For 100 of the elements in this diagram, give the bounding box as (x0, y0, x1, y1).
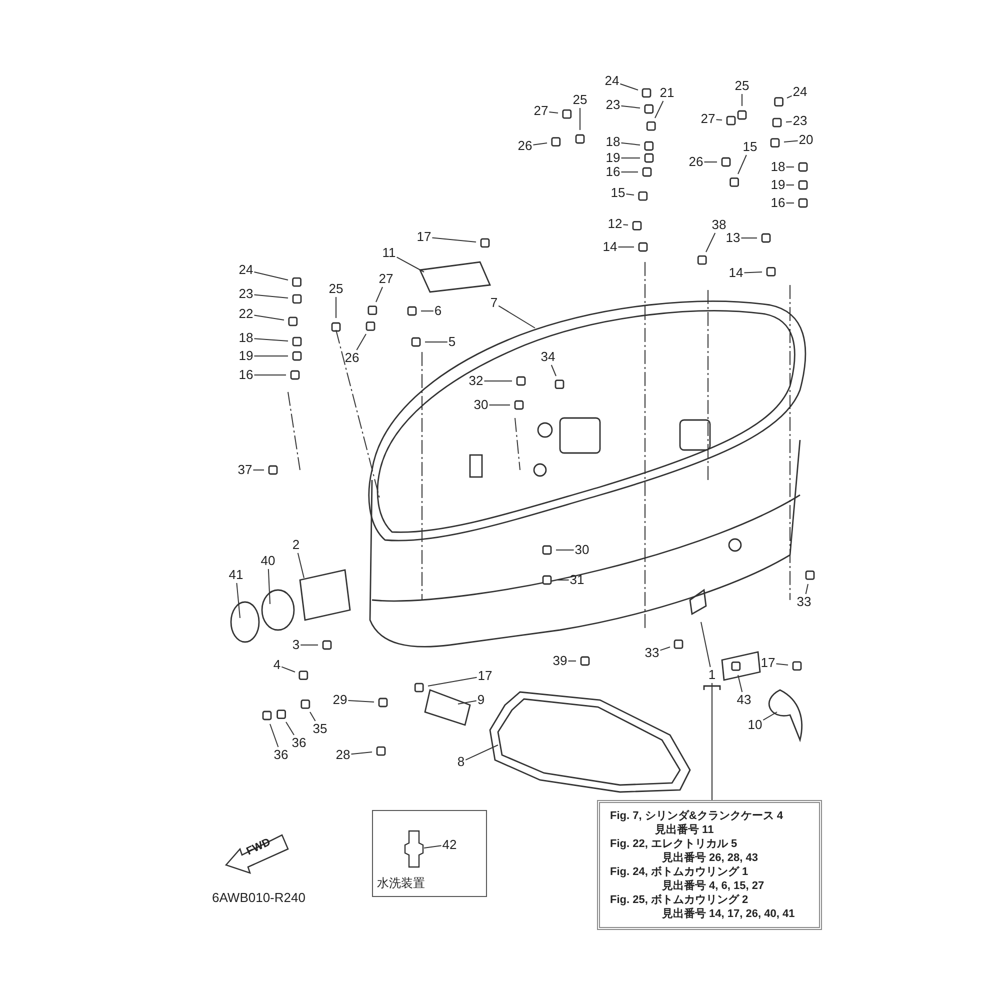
callout-number: 18 (606, 135, 620, 149)
leader-line (784, 140, 798, 142)
leader-line (786, 184, 794, 186)
leader-line (488, 404, 510, 406)
leader-line (484, 380, 512, 382)
leader-line (281, 666, 296, 672)
leader-line (236, 582, 240, 618)
leader-line (654, 100, 664, 118)
leader-line (310, 712, 316, 722)
leader-line (620, 142, 640, 146)
callout-number: 17 (416, 230, 432, 244)
callout-number: 7 (490, 296, 498, 310)
callout-number: 20 (798, 133, 814, 147)
callout-number: 9 (477, 693, 485, 707)
callout-number: 8 (457, 755, 465, 769)
leader-line (738, 154, 747, 174)
callout-number: 14 (728, 266, 744, 280)
callout-number: 38 (712, 218, 726, 232)
direction-label: FWD (244, 836, 272, 858)
callout-number: 16 (770, 196, 786, 210)
callout-number: 24 (792, 85, 808, 99)
callout-number: 27 (700, 112, 716, 126)
callout-number: 32 (468, 374, 484, 388)
leader-line (532, 142, 548, 146)
leader-line (254, 314, 284, 320)
callout-number: 6 (434, 304, 442, 318)
leader-line (297, 552, 304, 578)
callout-number: 15 (610, 186, 626, 200)
callout-number: 25 (734, 79, 750, 93)
callout-number: 23 (606, 98, 620, 112)
note-box (597, 800, 822, 930)
inset-box (372, 810, 487, 897)
callout-number: 18 (770, 160, 786, 174)
leader-line (465, 744, 498, 760)
callout-number: 1 (708, 668, 716, 682)
callout-number: 33 (644, 646, 660, 660)
callout-number: 27 (534, 104, 548, 118)
callout-number: 23 (792, 114, 808, 128)
leader-line (568, 660, 576, 662)
leader-line (254, 294, 288, 298)
leader-line (376, 286, 383, 302)
leader-line (618, 246, 634, 248)
callout-number: 36 (292, 736, 306, 750)
note-text: Fig. 22, エレクトリカル 5 (610, 837, 738, 851)
callout-number: 33 (796, 595, 812, 609)
leader-line (622, 224, 628, 226)
callout-number: 34 (540, 350, 556, 364)
leader-line (786, 166, 794, 168)
drawing-number: 6AWB010-R240 (212, 890, 306, 905)
callout-number: 27 (378, 272, 394, 286)
callout-number: 42 (442, 838, 457, 852)
leader-line (286, 722, 294, 736)
callout-number: 10 (748, 718, 762, 732)
leader-line (620, 83, 638, 90)
callout-number: 25 (572, 93, 588, 107)
callout-number: 41 (228, 568, 244, 582)
leader-line (805, 584, 808, 594)
leader-line (254, 338, 288, 342)
leader-line (626, 194, 634, 196)
callout-number: 23 (238, 287, 254, 301)
callout-number: 25 (328, 282, 344, 296)
callout-number: 2 (292, 538, 300, 552)
callout-number: 29 (332, 693, 348, 707)
leader-line (744, 272, 762, 274)
callout-number: 35 (312, 722, 328, 736)
callout-number: 19 (606, 151, 620, 165)
leader-line (254, 272, 288, 280)
leader-line (716, 119, 722, 120)
callout-number: 30 (574, 543, 590, 557)
callout-number: 26 (688, 155, 704, 169)
note-text: Fig. 7, シリンダ&クランクケース 4 (610, 809, 784, 823)
note-text: 見出番号 4, 6, 15, 27 (661, 879, 766, 893)
note-text: Fig. 24, ボトムカウリング 1 (610, 865, 750, 879)
leader-line (786, 95, 792, 98)
callout-number: 15 (742, 140, 758, 154)
leader-line (660, 646, 670, 651)
callout-number: 16 (238, 368, 254, 382)
callout-number: 13 (726, 231, 740, 245)
callout-number: 12 (608, 217, 622, 231)
callout-number: 36 (274, 748, 288, 762)
callout-number: 5 (448, 335, 456, 349)
callout-number: 24 (238, 263, 254, 277)
callout-number: 37 (238, 463, 252, 477)
leader-line (738, 674, 743, 692)
leader-line (550, 364, 556, 376)
callout-number: 39 (552, 654, 568, 668)
leader-line (300, 644, 318, 646)
leader-line (498, 305, 536, 328)
leader-line (700, 622, 711, 668)
leader-line (270, 724, 279, 748)
callout-number: 11 (382, 246, 396, 260)
callout-number: 16 (606, 165, 620, 179)
leader-line (776, 663, 788, 666)
leader-line (432, 237, 476, 242)
leader-line (350, 752, 372, 755)
callout-number: 3 (292, 638, 300, 652)
leader-line (548, 112, 558, 114)
callout-number: 22 (238, 307, 254, 321)
callout-number: 21 (660, 86, 674, 100)
leader-line (458, 700, 477, 704)
